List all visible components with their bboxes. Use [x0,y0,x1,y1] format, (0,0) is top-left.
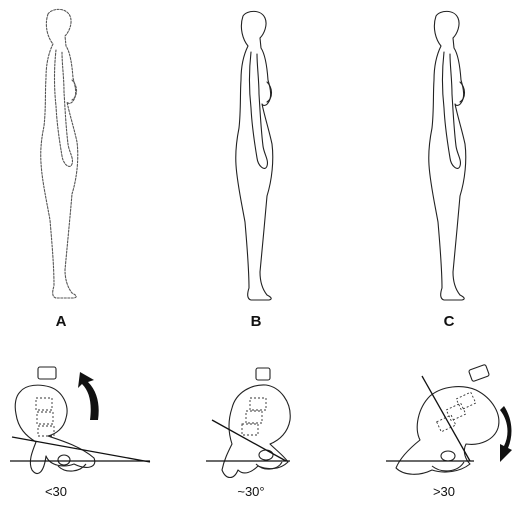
angle-label-b: ~30° [237,484,264,499]
vertebra-top-b [256,368,270,380]
pelvis-outline-a [15,385,95,473]
pelvis-detail-b [206,368,290,478]
rotation-arrow-a [78,372,99,420]
angle-label-c: >30 [433,484,455,499]
vertebra-top-c [468,364,489,381]
angle-label-a: <30 [45,484,67,499]
pelvic-tilt-line-c [422,376,470,461]
figure-a [41,9,78,298]
pelvic-tilt-line-b [212,420,286,461]
rotation-arrow-c [500,406,512,462]
figure-b [236,11,273,300]
pelvis-detail-c [386,364,512,474]
vertebra-top-a [38,367,56,379]
pelvis-detail-a [10,367,150,474]
figure-c [429,11,466,300]
panel-label-c: C [444,313,455,330]
panel-label-b: B [251,313,262,330]
panel-label-a: A [56,313,67,330]
